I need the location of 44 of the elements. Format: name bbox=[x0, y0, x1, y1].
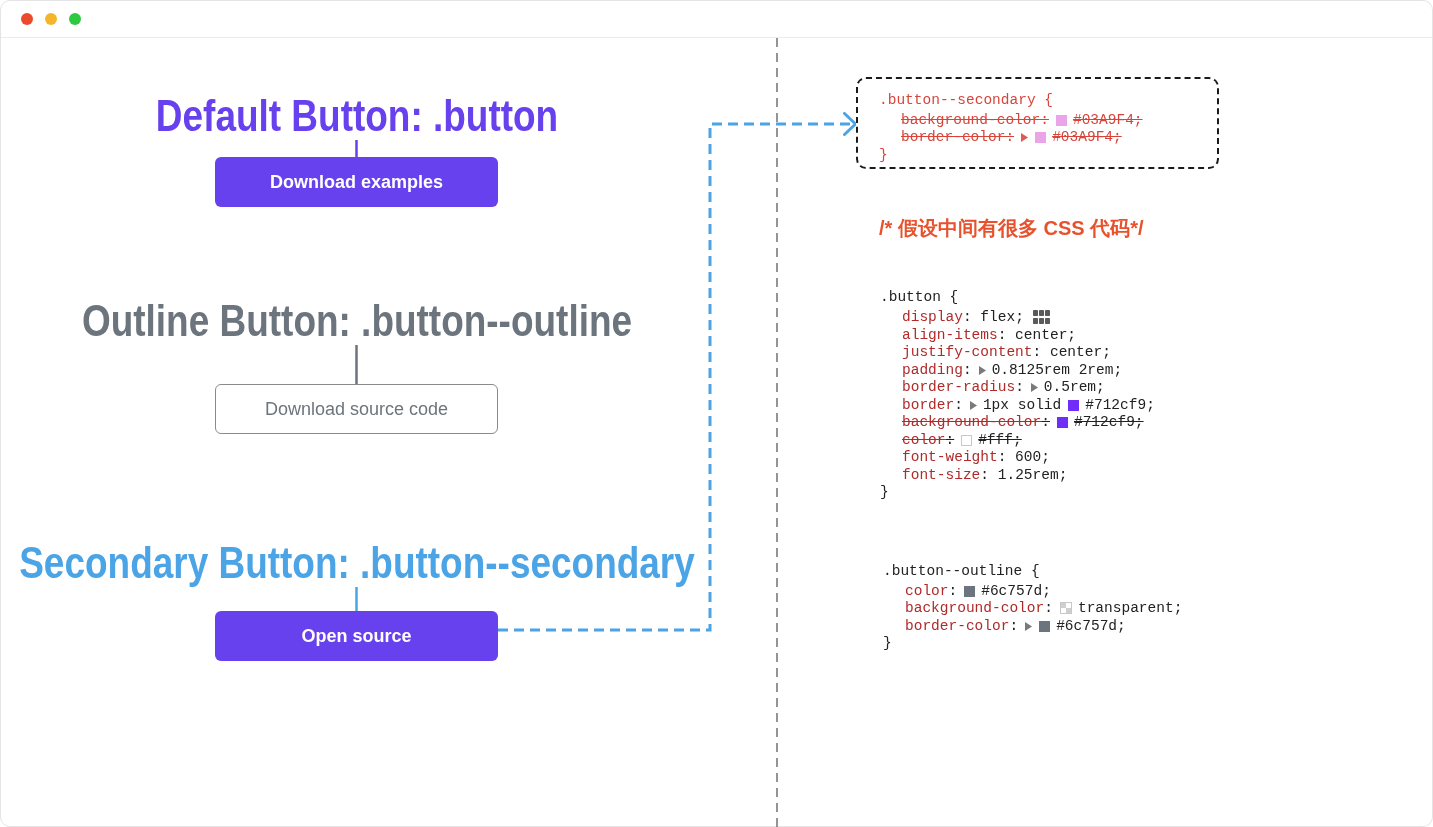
css-value: 1px solid bbox=[982, 396, 1062, 414]
css-declaration: font-weight: 600; bbox=[902, 448, 1050, 466]
css-value: #6c757d; bbox=[981, 582, 1051, 600]
section-heading: Secondary Button: .button--secondary bbox=[19, 539, 695, 587]
css-declaration: font-size: 1.25rem; bbox=[902, 466, 1068, 484]
closing-brace: } bbox=[880, 483, 889, 501]
css-value: #6c757d; bbox=[1056, 617, 1126, 635]
dashed-arrow bbox=[498, 112, 857, 632]
css-property: background-color: bbox=[902, 413, 1050, 431]
filled-button: Download examples bbox=[215, 157, 498, 207]
css-property: background-color: bbox=[905, 599, 1053, 617]
css-declaration: display: flex; bbox=[902, 308, 1024, 326]
code-comment: /* 假设中间有很多 CSS 代码*/ bbox=[879, 216, 1144, 240]
css-value: transparent; bbox=[1077, 599, 1183, 617]
css-property: background-color: bbox=[901, 111, 1049, 129]
css-value: #712cf9; bbox=[1085, 396, 1155, 414]
filled-button: Open source bbox=[215, 611, 498, 661]
css-property: border: bbox=[902, 396, 963, 414]
closing-brace: } bbox=[883, 634, 892, 652]
dashed-code-box bbox=[856, 77, 1219, 169]
closing-brace: } bbox=[879, 146, 888, 164]
css-value: #712cf9; bbox=[1073, 413, 1144, 431]
css-declaration: align-items: center; bbox=[902, 326, 1077, 344]
section-heading: Outline Button: .button--outline bbox=[81, 297, 633, 345]
css-property: padding: bbox=[902, 361, 972, 379]
css-property: color: bbox=[905, 582, 958, 600]
section-heading: Default Button: .button bbox=[155, 92, 559, 140]
css-value: #03A9F4; bbox=[1072, 111, 1143, 129]
connector-line bbox=[355, 587, 358, 611]
css-selector: .button--outline { bbox=[883, 562, 1040, 580]
css-property: color: bbox=[902, 431, 955, 449]
css-declaration: justify-content: center; bbox=[902, 343, 1111, 361]
connector-line bbox=[355, 345, 358, 384]
css-selector: .button { bbox=[880, 288, 959, 306]
css-property: border-color: bbox=[901, 128, 1015, 146]
css-value: #fff; bbox=[978, 431, 1022, 449]
css-property: border-radius: bbox=[902, 378, 1024, 396]
css-selector: .button--secondary { bbox=[879, 91, 1054, 109]
outline-button: Download source code bbox=[215, 384, 498, 434]
css-value: #03A9F4; bbox=[1052, 128, 1122, 146]
css-value: 0.5rem; bbox=[1043, 378, 1105, 396]
css-property: border-color: bbox=[905, 617, 1019, 635]
connector-line bbox=[355, 140, 358, 157]
css-value: 0.8125rem 2rem; bbox=[991, 361, 1123, 379]
